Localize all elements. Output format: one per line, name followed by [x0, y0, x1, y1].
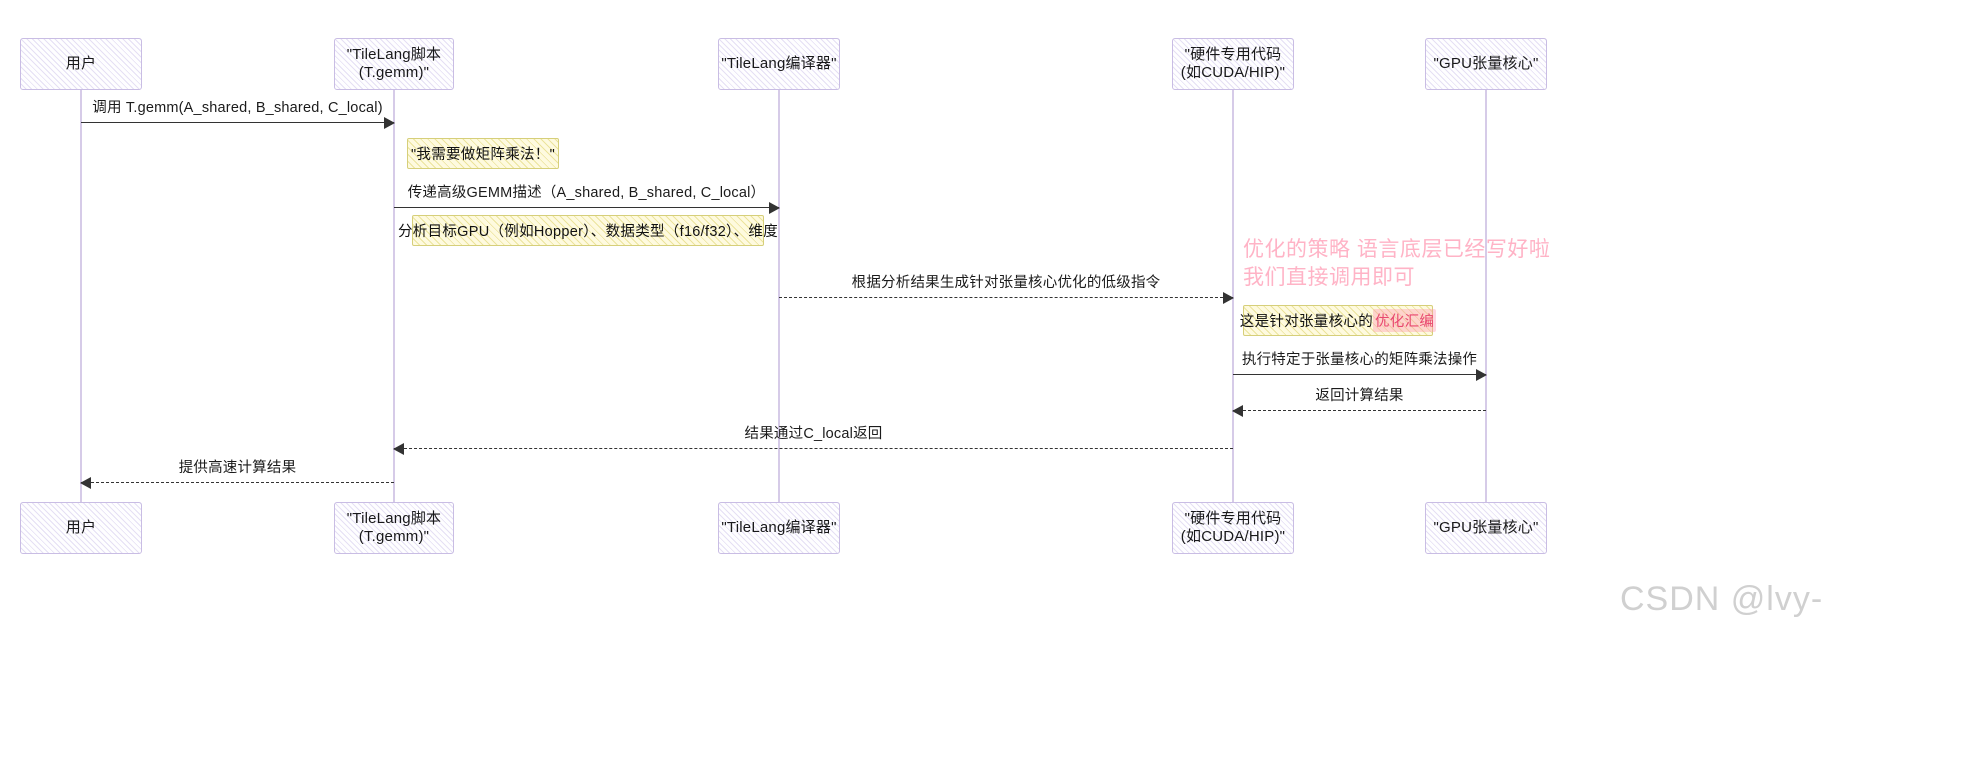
- actor-box-user-top[interactable]: 用户: [20, 38, 142, 90]
- message-label: 调用 T.gemm(A_shared, B_shared, C_local): [92, 100, 383, 116]
- message-line: [394, 207, 779, 208]
- message-m6: 结果通过C_local返回: [393, 426, 1233, 455]
- arrow-head-icon: [1223, 292, 1234, 304]
- message-line: [394, 448, 1233, 449]
- lifeline-user: [80, 90, 82, 502]
- message-label: 提供高速计算结果: [178, 460, 297, 476]
- lifeline-tensor: [1485, 90, 1487, 502]
- arrow-head-icon: [1476, 369, 1487, 381]
- arrow-head-icon: [393, 443, 404, 455]
- message-m2: 传递高级GEMM描述（A_shared, B_shared, C_local）: [394, 185, 780, 214]
- note-text: 这是针对张量核心的: [1239, 314, 1373, 330]
- message-label: 传递高级GEMM描述（A_shared, B_shared, C_local）: [407, 185, 766, 201]
- actor-box-user-bottom[interactable]: 用户: [20, 502, 142, 554]
- message-label: 结果通过C_local返回: [744, 426, 883, 442]
- message-line: [81, 122, 394, 123]
- message-label: 返回计算结果: [1315, 388, 1404, 404]
- actor-box-hardware-top[interactable]: "硬件专用代码 (如CUDA/HIP)": [1172, 38, 1294, 90]
- watermark: CSDN @lvy-: [1620, 580, 1824, 618]
- note-note-asm: 这是针对张量核心的优化汇编: [1239, 305, 1437, 336]
- message-m4: 执行特定于张量核心的矩阵乘法操作: [1233, 352, 1487, 381]
- note-note-intent: "我需要做矩阵乘法！": [407, 138, 559, 169]
- actor-box-tensor-bottom[interactable]: "GPU张量核心": [1425, 502, 1547, 554]
- note-note-analysis: 分析目标GPU（例如Hopper）、数据类型（f16/f32）、维度: [398, 215, 778, 246]
- actor-box-compiler-top[interactable]: "TileLang编译器": [718, 38, 840, 90]
- message-m7: 提供高速计算结果: [80, 460, 394, 489]
- actor-box-hardware-bottom[interactable]: "硬件专用代码 (如CUDA/HIP)": [1172, 502, 1294, 554]
- actor-box-compiler-bottom[interactable]: "TileLang编译器": [718, 502, 840, 554]
- lifeline-compiler: [778, 90, 780, 502]
- message-line: [779, 297, 1233, 298]
- actor-box-script-bottom[interactable]: "TileLang脚本 (T.gemm)": [334, 502, 454, 554]
- actor-box-tensor-top[interactable]: "GPU张量核心": [1425, 38, 1547, 90]
- arrow-head-icon: [384, 117, 395, 129]
- message-line: [1233, 410, 1486, 411]
- arrow-head-icon: [1232, 405, 1243, 417]
- arrow-head-icon: [80, 477, 91, 489]
- lifeline-script: [393, 90, 395, 502]
- message-label: 执行特定于张量核心的矩阵乘法操作: [1241, 352, 1478, 368]
- message-line: [1233, 374, 1486, 375]
- message-line: [81, 482, 394, 483]
- message-m5: 返回计算结果: [1232, 388, 1486, 417]
- message-m3: 根据分析结果生成针对张量核心优化的低级指令: [779, 275, 1234, 304]
- actor-box-script-top[interactable]: "TileLang脚本 (T.gemm)": [334, 38, 454, 90]
- annotation-optimization-note: 优化的策略 语言底层已经写好啦 我们直接调用即可: [1243, 238, 1551, 290]
- message-m1: 调用 T.gemm(A_shared, B_shared, C_local): [81, 100, 395, 129]
- arrow-head-icon: [769, 202, 780, 214]
- note-highlight-text: 优化汇编: [1373, 309, 1437, 332]
- message-label: 根据分析结果生成针对张量核心优化的低级指令: [851, 275, 1161, 291]
